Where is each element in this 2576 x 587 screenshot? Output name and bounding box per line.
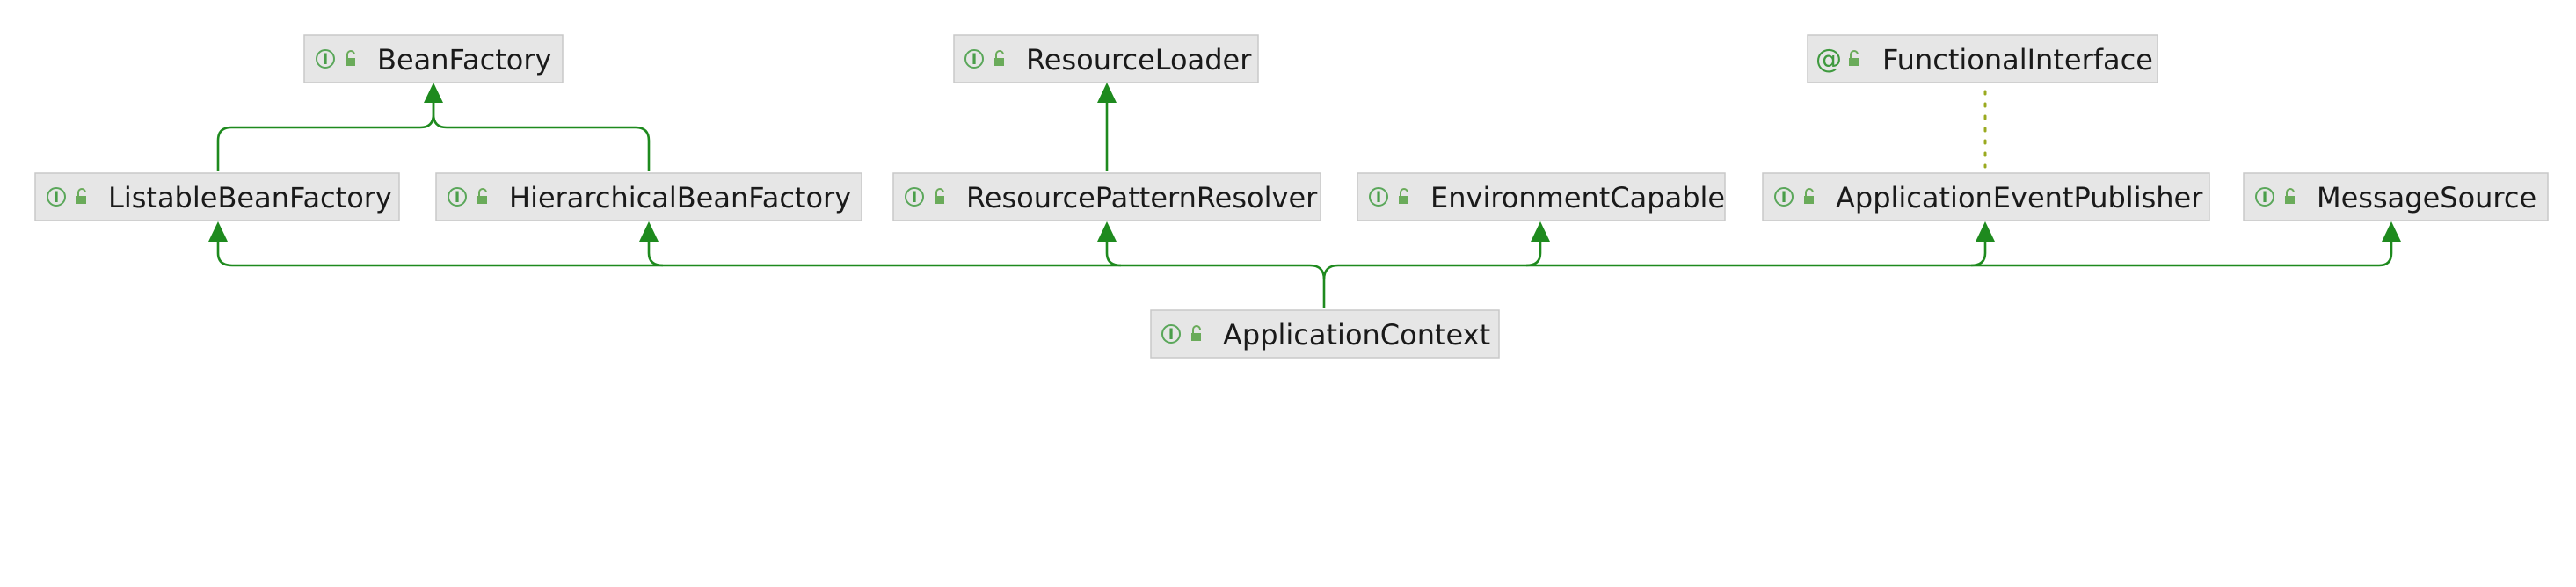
node-listablebeanfactory[interactable]: I ListableBeanFactory	[34, 172, 400, 221]
interface-icon: I	[448, 187, 467, 207]
node-label: MessageSource	[2317, 181, 2536, 214]
node-label: BeanFactory	[377, 43, 551, 76]
arrowhead-resourcepatternresolver	[1097, 221, 1117, 242]
interface-icon: I	[1369, 187, 1388, 207]
node-applicationeventpublisher[interactable]: I ApplicationEventPublisher	[1762, 172, 2210, 221]
interface-icon: I	[1161, 324, 1181, 344]
node-label: ApplicationEventPublisher	[1836, 181, 2203, 214]
edge-hierarchicalbeanfactory-to-beanfactory	[432, 98, 651, 171]
public-lock-icon	[1399, 188, 1408, 204]
edge-applicationcontext-to-hierarchicalbeanfactory	[647, 237, 664, 267]
interface-icon: I	[316, 49, 335, 69]
edge-applicationcontext-trunk	[1309, 264, 1326, 308]
arrowhead-applicationeventpublisher	[1976, 221, 1995, 242]
public-lock-icon	[346, 50, 355, 66]
svg-text:I: I	[1376, 189, 1381, 207]
arrowhead-environmentcapable	[1531, 221, 1550, 242]
svg-text:I: I	[54, 189, 59, 207]
node-functionalinterface[interactable]: @ FunctionalInterface	[1807, 34, 2158, 83]
svg-text:I: I	[2262, 189, 2267, 207]
public-lock-icon	[477, 188, 487, 204]
node-label: HierarchicalBeanFactory	[509, 181, 851, 214]
interface-icon: I	[1774, 187, 1794, 207]
edge-applicationcontext-to-environmentcapable	[1525, 237, 1542, 267]
node-label: ResourcePatternResolver	[966, 181, 1318, 214]
interface-icon: I	[47, 187, 66, 207]
node-beanfactory[interactable]: I BeanFactory	[303, 34, 564, 83]
public-lock-icon	[1804, 188, 1814, 204]
svg-text:I: I	[323, 51, 328, 69]
node-label: ResourceLoader	[1026, 43, 1252, 76]
public-lock-icon	[935, 188, 944, 204]
annotation-icon: @	[1816, 44, 1842, 75]
arrowhead-beanfactory	[424, 83, 443, 103]
edge-applicationcontext-to-applicationeventpublisher	[1970, 237, 1987, 267]
node-environmentcapable[interactable]: I EnvironmentCapable	[1357, 172, 1726, 221]
edges	[208, 83, 2401, 308]
public-lock-icon	[2285, 188, 2295, 204]
svg-text:I: I	[455, 189, 460, 207]
svg-text:I: I	[1168, 326, 1174, 344]
node-messagesource[interactable]: I MessageSource	[2243, 172, 2549, 221]
node-label: EnvironmentCapable	[1430, 181, 1725, 214]
public-lock-icon	[994, 50, 1004, 66]
arrowhead-hierarchicalbeanfactory	[639, 221, 659, 242]
node-resourceloader[interactable]: I ResourceLoader	[953, 34, 1259, 83]
edge-applicationcontext-to-resourcepatternresolver	[1105, 237, 1122, 267]
interface-icon: I	[2255, 187, 2274, 207]
arrowhead-messagesource	[2382, 221, 2401, 242]
interface-icon: I	[964, 49, 984, 69]
svg-text:I: I	[971, 51, 977, 69]
public-lock-icon	[76, 188, 86, 204]
edge-applicationcontext-branch-right	[1322, 237, 2393, 280]
node-label: ApplicationContext	[1223, 318, 1490, 351]
arrowhead-listablebeanfactory	[208, 221, 228, 242]
node-applicationcontext[interactable]: I ApplicationContext	[1150, 309, 1500, 359]
svg-text:I: I	[1781, 189, 1786, 207]
node-resourcepatternresolver[interactable]: I ResourcePatternResolver	[892, 172, 1321, 221]
nodes: I BeanFactory I ResourceLoader @	[34, 34, 2549, 359]
interface-icon: I	[905, 187, 924, 207]
public-lock-icon	[1849, 50, 1859, 66]
svg-text:I: I	[912, 189, 917, 207]
edge-listablebeanfactory-to-beanfactory	[216, 98, 435, 171]
arrowhead-resourceloader	[1097, 83, 1117, 103]
edge-applicationcontext-to-listablebeanfactory	[216, 237, 1310, 267]
node-label: ListableBeanFactory	[108, 181, 392, 214]
node-label: FunctionalInterface	[1882, 43, 2153, 76]
public-lock-icon	[1191, 325, 1201, 341]
node-hierarchicalbeanfactory[interactable]: I HierarchicalBeanFactory	[435, 172, 862, 221]
